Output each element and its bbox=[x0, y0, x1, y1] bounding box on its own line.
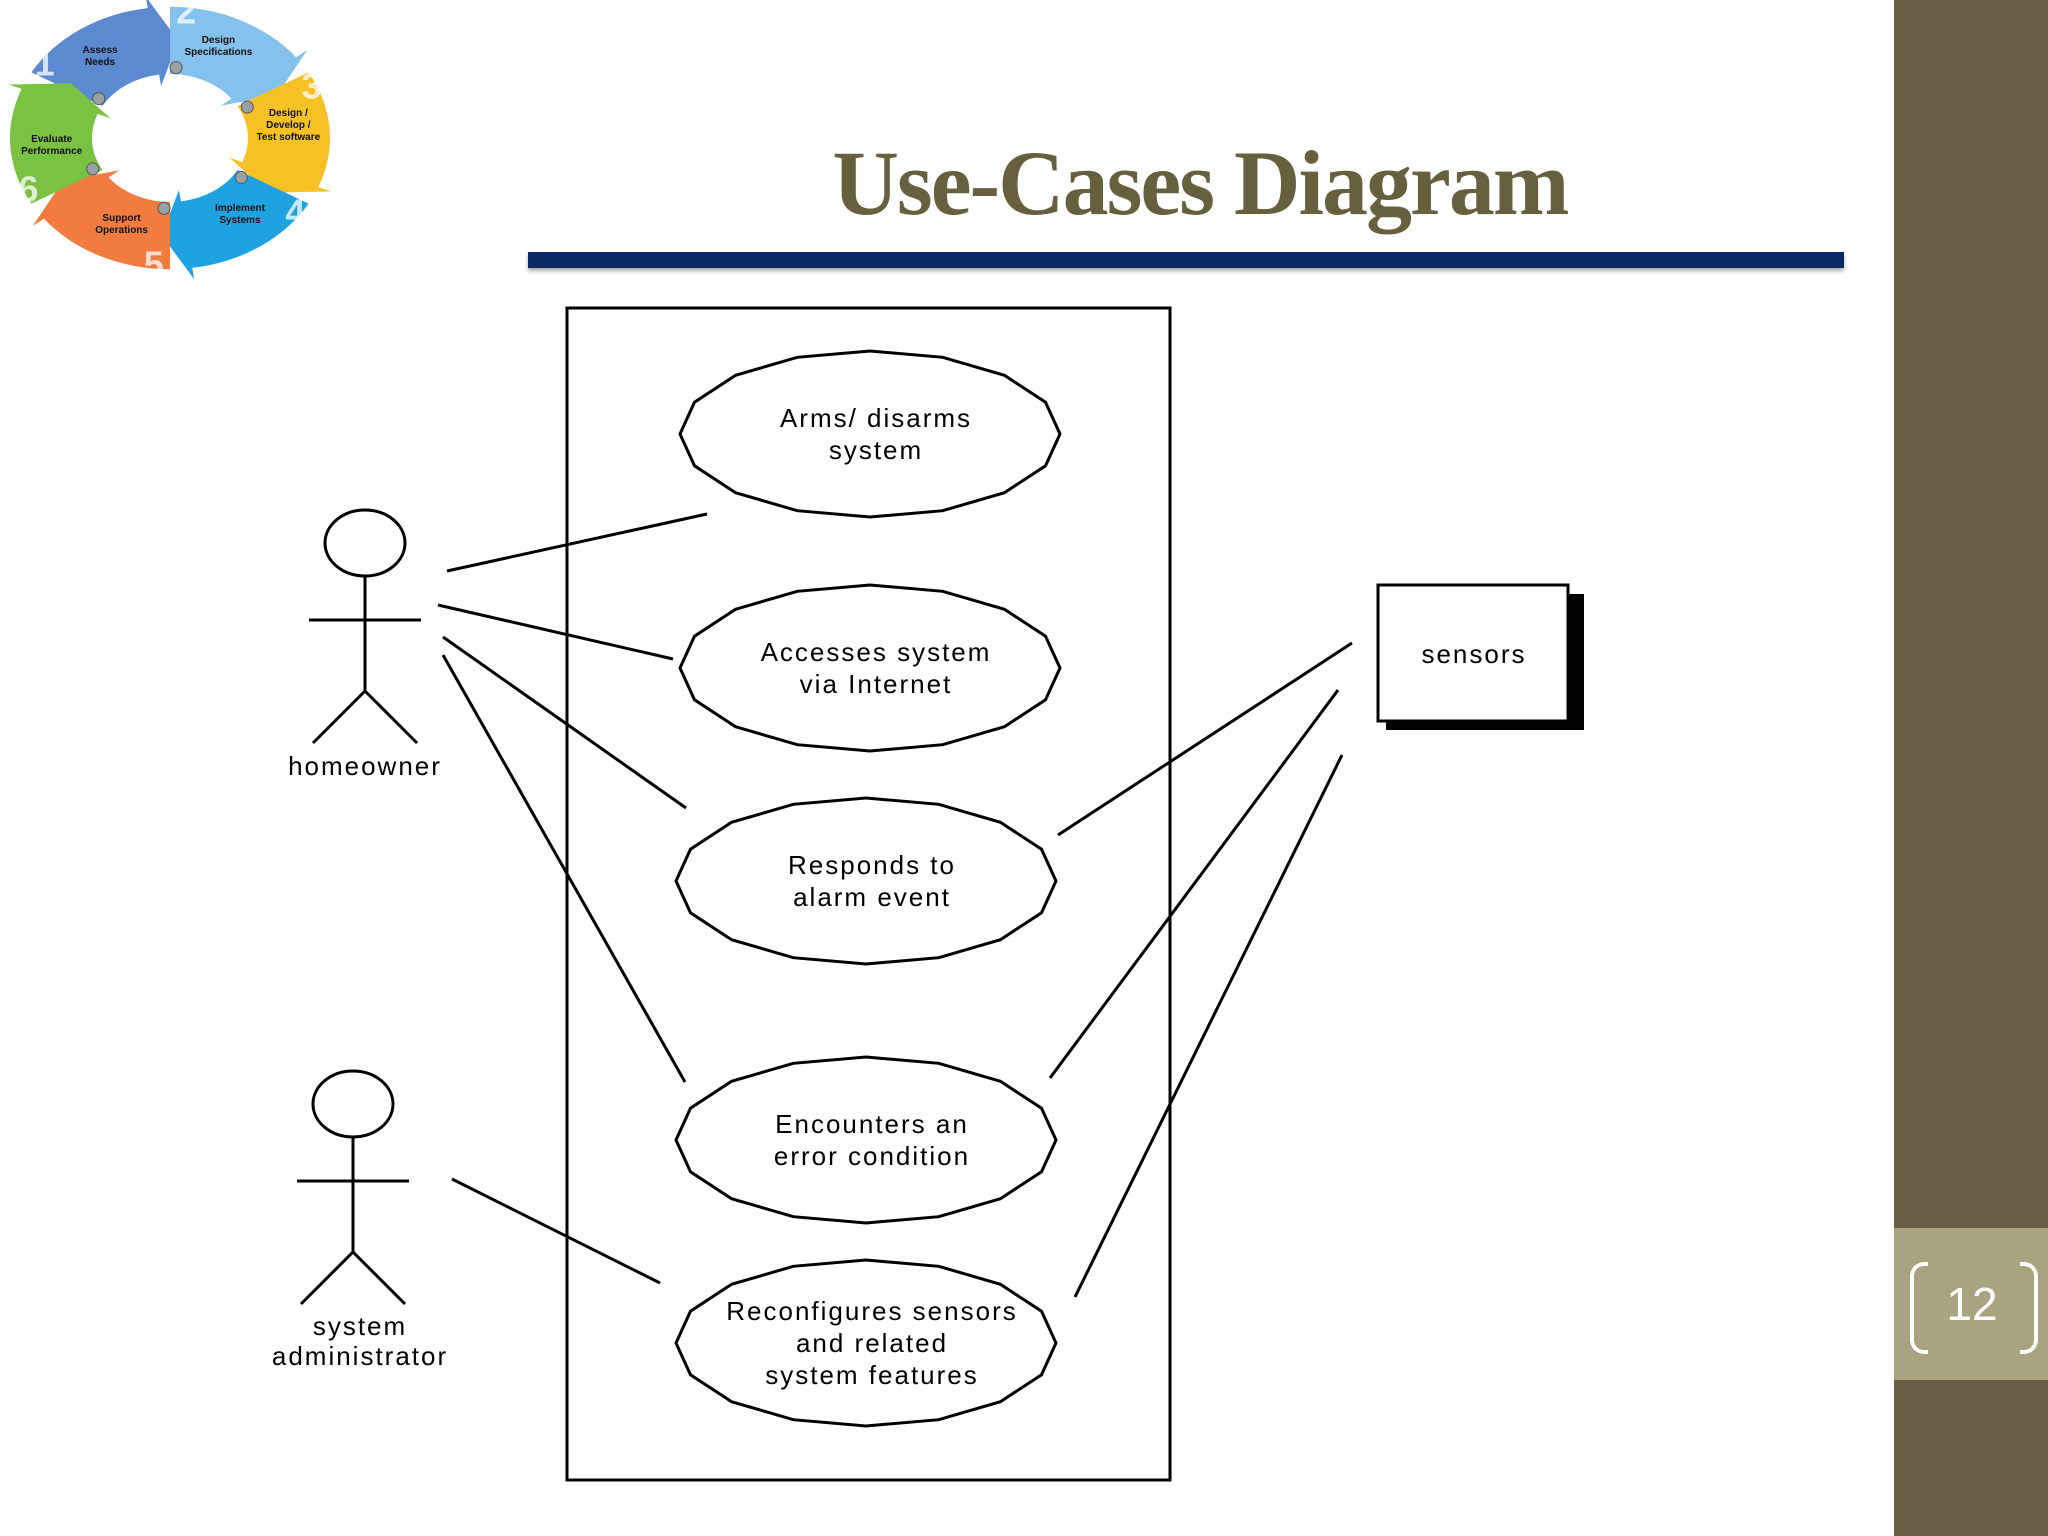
logo-step-number: 2 bbox=[176, 0, 196, 32]
logo-step-label: Implement bbox=[215, 203, 266, 214]
use-case-label: error condition bbox=[774, 1141, 970, 1171]
use-case-ellipse bbox=[674, 1055, 1058, 1225]
logo-step-label: Evaluate bbox=[31, 134, 73, 145]
actor-leg-left bbox=[299, 1250, 355, 1306]
logo-arrow-segment bbox=[161, 169, 309, 280]
logo-bullet-icon bbox=[86, 162, 100, 176]
logo-arrow-segment bbox=[32, 170, 171, 270]
sensors-label: sensors bbox=[1421, 639, 1526, 669]
logo-step-number: 4 bbox=[285, 192, 305, 233]
logo-arrow-segment bbox=[229, 72, 332, 193]
slide-title: Use-Cases Diagram bbox=[832, 132, 1569, 234]
logo-arrow-segment bbox=[170, 6, 308, 106]
logo-step-label: Needs bbox=[85, 57, 115, 68]
actor-leg-left bbox=[311, 689, 367, 745]
actor-label: system bbox=[313, 1311, 407, 1341]
actor-label: homeowner bbox=[288, 751, 442, 781]
use-case-label: via Internet bbox=[800, 669, 953, 699]
logo-bullet-icon bbox=[157, 201, 171, 215]
use-case-label: system features bbox=[765, 1360, 979, 1390]
logo-bullet-icon bbox=[234, 170, 248, 184]
use-case-label: Accesses system bbox=[761, 637, 992, 667]
association-line bbox=[1048, 689, 1340, 1079]
actor-head bbox=[311, 1069, 395, 1139]
logo-step-label: Operations bbox=[95, 225, 148, 236]
logo-step-number: 3 bbox=[302, 65, 322, 106]
association-line bbox=[446, 512, 708, 573]
actor-leg-right bbox=[351, 1250, 407, 1306]
actor-sysadmin-figure bbox=[297, 1069, 409, 1306]
use-case-ellipse bbox=[678, 349, 1062, 519]
actor-homeowner-figure bbox=[309, 508, 421, 745]
actor-label: administrator bbox=[272, 1341, 448, 1371]
logo-step-label: Develop / bbox=[266, 120, 311, 131]
use-case-label: Reconfigures sensors bbox=[726, 1296, 1017, 1326]
system-boundary bbox=[565, 306, 1172, 1482]
use-case-label: and related bbox=[796, 1328, 948, 1358]
logo-step-label: Support bbox=[102, 213, 141, 224]
actor-leg-right bbox=[363, 689, 419, 745]
association-line bbox=[1057, 641, 1353, 837]
use-case-label: system bbox=[829, 435, 923, 465]
logo-step-number: 5 bbox=[144, 243, 164, 280]
use-case-label: Arms/ disarms bbox=[780, 403, 972, 433]
logo-step-label: Systems bbox=[219, 215, 261, 226]
logo-bullet-icon bbox=[240, 100, 254, 114]
use-case-label: Responds to bbox=[788, 850, 956, 880]
page-bracket-left bbox=[1910, 1262, 1928, 1354]
association-line bbox=[1073, 754, 1344, 1298]
actor-head bbox=[323, 508, 407, 578]
page-number: 12 bbox=[1946, 1278, 1998, 1330]
logo-arrow-segment bbox=[8, 83, 111, 204]
logo-step-number: 6 bbox=[18, 169, 38, 210]
association-line bbox=[451, 1177, 661, 1285]
use-case-label: alarm event bbox=[793, 882, 951, 912]
association-line bbox=[441, 654, 687, 1083]
logo-arrow-segment bbox=[31, 0, 179, 107]
use-case-ellipse bbox=[674, 1258, 1058, 1428]
logo-bullet-icon bbox=[169, 61, 183, 75]
title-underline bbox=[528, 252, 1844, 268]
logo-step-label: Specifications bbox=[184, 47, 252, 58]
logo-bullet-icon bbox=[92, 92, 106, 106]
logo-step-number: 1 bbox=[35, 42, 55, 83]
sensors-box bbox=[1376, 583, 1570, 723]
association-line bbox=[442, 635, 687, 810]
use-case-label: Encounters an bbox=[775, 1109, 969, 1139]
use-case-ellipse bbox=[678, 583, 1062, 753]
logo-step-label: Assess bbox=[83, 45, 118, 56]
page-number-box bbox=[1894, 1228, 2048, 1380]
association-line bbox=[437, 603, 674, 661]
logo-step-label: Design / bbox=[269, 108, 308, 119]
logo-step-label: Performance bbox=[21, 146, 83, 157]
logo-step-label: Design bbox=[202, 35, 235, 46]
logo-step-label: Test software bbox=[256, 132, 320, 143]
page-bracket-right bbox=[2020, 1262, 2038, 1354]
use-case-ellipse bbox=[674, 796, 1058, 966]
